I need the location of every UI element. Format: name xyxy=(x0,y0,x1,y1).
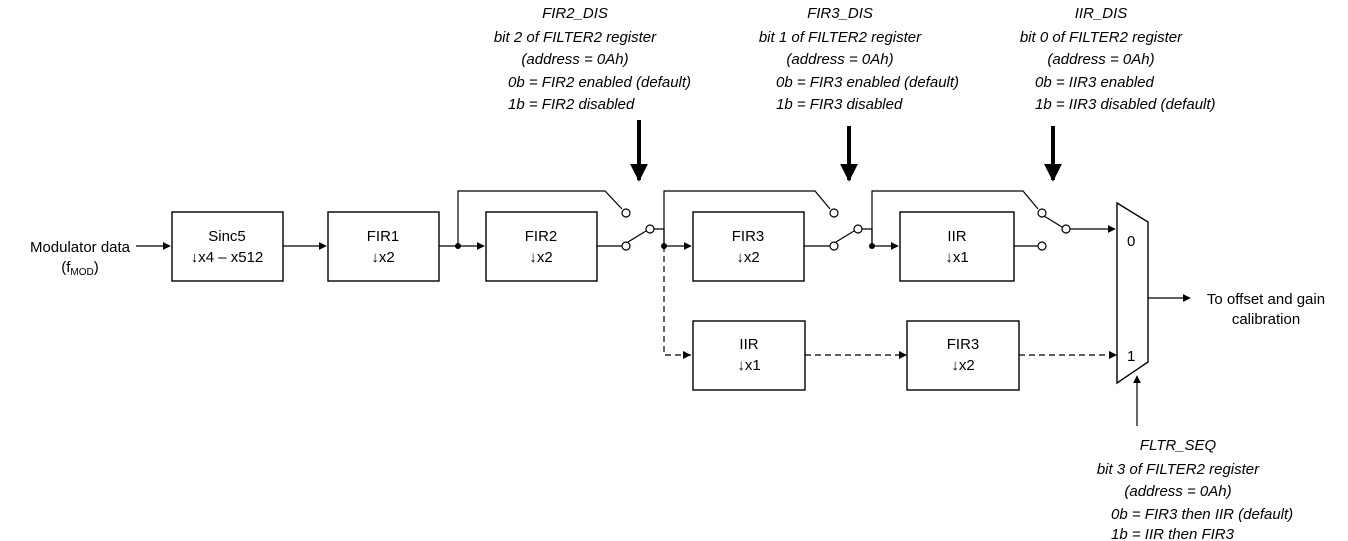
output-mux xyxy=(1116,201,1149,385)
switch-pole xyxy=(1061,224,1071,234)
fir3-block xyxy=(692,211,805,282)
iir-alt-name: IIR xyxy=(739,336,758,353)
alt-arrowhead xyxy=(899,351,907,359)
switch-contact xyxy=(1037,241,1047,251)
fir2-dis-line: bit 2 of FILTER2 register xyxy=(494,29,657,46)
iir-dis-line: 1b = IIR3 disabled (default) xyxy=(1035,96,1216,113)
iir-dis-line: bit 0 of FILTER2 register xyxy=(1020,29,1183,46)
alt-path-arrowhead xyxy=(683,351,691,359)
sinc5-rate: ↓x4 – x512 xyxy=(191,249,264,266)
iir-bypass-wire xyxy=(871,190,1039,246)
switch-contact xyxy=(829,241,839,251)
fir2-block xyxy=(485,211,598,282)
fltr-seq-title: FLTR_SEQ xyxy=(1140,437,1217,454)
fltr-seq-line: 0b = FIR3 then IIR (default) xyxy=(1111,506,1293,523)
switch-contact xyxy=(621,241,631,251)
fir1-rate: ↓x2 xyxy=(371,249,394,266)
output-label-line1: To offset and gain xyxy=(1207,291,1325,308)
mux-input0-label: 0 xyxy=(1127,233,1135,250)
fir3-alt-name: FIR3 xyxy=(947,336,980,353)
fir3-bypass-switch xyxy=(829,208,863,251)
iir-alt-rate: ↓x1 xyxy=(737,357,760,374)
fltr-seq-line: (address = 0Ah) xyxy=(1124,483,1231,500)
sinc5-name: Sinc5 xyxy=(208,228,246,245)
switch-contact xyxy=(1037,208,1047,218)
fir3-alt-rate: ↓x2 xyxy=(951,357,974,374)
sinc5-block xyxy=(171,211,284,282)
fir3-rate: ↓x2 xyxy=(736,249,759,266)
alt-path-wire xyxy=(663,246,691,356)
iir-alt-block xyxy=(692,320,806,391)
iir-name: IIR xyxy=(947,228,966,245)
fir2-name: FIR2 xyxy=(525,228,558,245)
fir3-name: FIR3 xyxy=(732,228,765,245)
switch-contact xyxy=(621,208,631,218)
fir2-dis-line: (address = 0Ah) xyxy=(521,51,628,68)
switch-pole xyxy=(645,224,655,234)
switch-lever xyxy=(1043,215,1063,228)
fir2-dis-title: FIR2_DIS xyxy=(542,5,608,22)
iir-dis-line: 0b = IIR3 enabled xyxy=(1035,74,1155,91)
iir-block xyxy=(899,211,1015,282)
fir3-dis-line: bit 1 of FILTER2 register xyxy=(759,29,922,46)
fmod-label: (fMOD) xyxy=(61,259,99,278)
output-label-line2: calibration xyxy=(1232,311,1300,328)
input-label: Modulator data (fMOD) xyxy=(30,239,131,278)
fltr-seq-line: bit 3 of FILTER2 register xyxy=(1097,461,1260,478)
alt-arrowhead xyxy=(1109,351,1117,359)
fir3-dis-title: FIR3_DIS xyxy=(807,5,873,22)
fir3-dis-line: (address = 0Ah) xyxy=(786,51,893,68)
fir2-rate: ↓x2 xyxy=(529,249,552,266)
iir-bypass-switch xyxy=(1037,208,1071,251)
fltr-seq-line: 1b = IIR then FIR3 xyxy=(1111,526,1235,541)
iir-rate: ↓x1 xyxy=(945,249,968,266)
fmod-prefix: (f xyxy=(61,259,71,276)
fir3-dis-line: 1b = FIR3 disabled xyxy=(776,96,903,113)
fir2-dis-line: 1b = FIR2 disabled xyxy=(508,96,635,113)
fir3-dis-line: 0b = FIR3 enabled (default) xyxy=(776,74,959,91)
fir2-dis-annotation: FIR2_DIS bit 2 of FILTER2 register (addr… xyxy=(494,5,691,113)
mux-input1-label: 1 xyxy=(1127,348,1135,365)
fir2-bypass-switch xyxy=(621,208,655,251)
fir2-bypass-wire xyxy=(457,190,623,246)
fir2-dis-line: 0b = FIR2 enabled (default) xyxy=(508,74,691,91)
iir-dis-annotation: IIR_DIS bit 0 of FILTER2 register (addre… xyxy=(1020,5,1216,113)
switch-pole xyxy=(853,224,863,234)
fir1-name: FIR1 xyxy=(367,228,400,245)
fltr-seq-annotation: FLTR_SEQ bit 3 of FILTER2 register (addr… xyxy=(1097,437,1293,541)
fir3-dis-annotation: FIR3_DIS bit 1 of FILTER2 register (addr… xyxy=(759,5,959,113)
fmod-subscript: MOD xyxy=(70,267,93,278)
iir-dis-title: IIR_DIS xyxy=(1075,5,1128,22)
fir3-alt-block xyxy=(906,320,1020,391)
fir1-block xyxy=(327,211,440,282)
switch-lever xyxy=(627,230,647,243)
switch-contact xyxy=(829,208,839,218)
switch-lever xyxy=(835,230,855,243)
iir-dis-line: (address = 0Ah) xyxy=(1047,51,1154,68)
fir3-bypass-wire xyxy=(663,190,831,246)
modulator-data-label: Modulator data xyxy=(30,239,131,256)
fmod-suffix: ) xyxy=(94,259,99,276)
